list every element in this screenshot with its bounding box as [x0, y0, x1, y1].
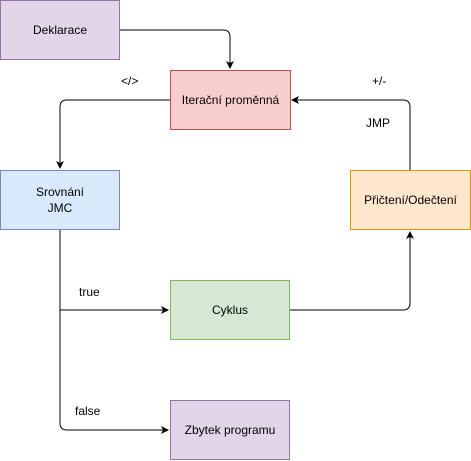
edge-deklarace-to-iteracni	[120, 29, 234, 69]
edge-srovnani-to-cyklus	[59, 230, 169, 314]
edge-label-true: true	[79, 285, 100, 299]
node-zbytek-programu-label: Zbytek programu	[184, 422, 276, 437]
edge-label-false: false	[75, 404, 101, 418]
edge-pricteni-to-iteracni	[291, 96, 411, 170]
edge-label-plusminus: +/-	[372, 74, 387, 88]
node-deklarace-label: Deklarace	[32, 22, 88, 37]
edge-srovnani-to-zbytek	[59, 310, 169, 434]
edge-cyklus-to-pricteni	[290, 231, 414, 311]
node-iteracni-promenna-label: Iterační proměnná	[181, 92, 280, 107]
node-iteracni-promenna: Iterační proměnná	[170, 70, 291, 130]
edge-label-jmp: JMP	[366, 116, 390, 130]
edge-label-compare: </>	[121, 74, 139, 88]
node-cyklus: Cyklus	[170, 280, 290, 340]
node-srovnani: Srovnání JMC	[0, 170, 120, 230]
node-zbytek-programu: Zbytek programu	[170, 400, 290, 460]
edge-iteracni-to-srovnani	[56, 99, 170, 169]
node-cyklus-label: Cyklus	[211, 302, 248, 317]
node-srovnani-line2: JMC	[47, 201, 73, 215]
node-pricteni-odecteni-label: Přičtení/Odečtení	[364, 192, 457, 207]
node-srovnani-line1: Srovnání	[35, 184, 85, 199]
node-pricteni-odecteni: Přičtení/Odečtení	[350, 170, 471, 230]
node-deklarace: Deklarace	[0, 0, 120, 60]
